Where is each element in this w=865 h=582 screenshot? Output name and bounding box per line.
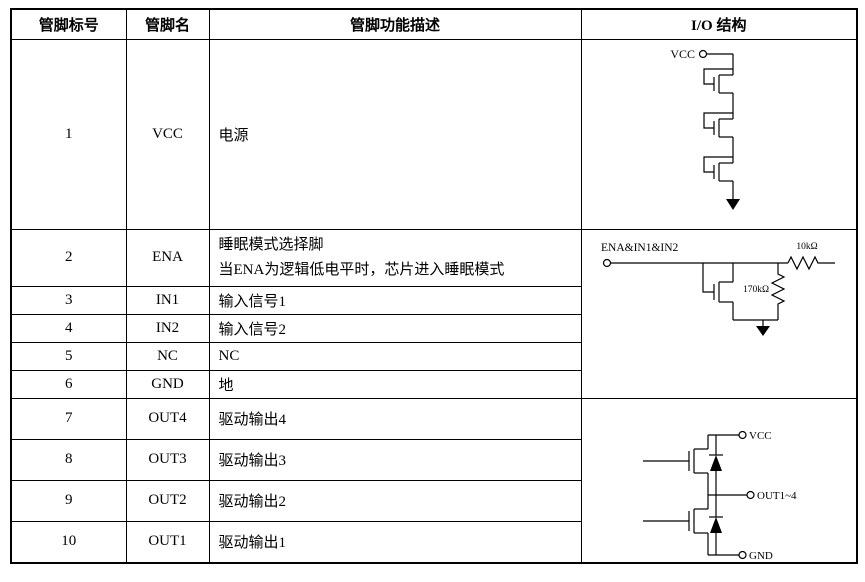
low-side-diode	[708, 495, 723, 556]
pin-name: ENA	[125, 228, 210, 287]
table-row-gnd: 6 GND 地	[10, 369, 857, 399]
pin-name: OUT1	[125, 520, 210, 564]
pin-number: 1	[10, 38, 127, 230]
io-cell-vcc-structure: VCC	[580, 38, 858, 230]
mosfet-1	[703, 68, 733, 94]
table-row-ena: 2 ENA 睡眠模式选择脚 当ENA为逻辑低电平时，芯片进入睡眠模式	[10, 228, 858, 399]
pin-desc: 输入信号2	[208, 313, 582, 343]
header-pin-name: 管脚名	[125, 8, 210, 40]
pin-name: OUT3	[125, 438, 210, 481]
gate-lead	[702, 262, 714, 293]
input-structure-diagram: ENA&IN1&IN2 10kΩ 170kΩ	[601, 242, 835, 336]
pin-desc-line-1: 睡眠模式选择脚	[218, 236, 324, 253]
gnd-terminal-dot	[738, 551, 747, 560]
gate-loop	[703, 68, 733, 85]
pin-desc: 电源	[208, 38, 582, 230]
pin-name: NC	[125, 341, 210, 371]
pin-name: VCC	[125, 38, 210, 230]
pin-name: OUT4	[125, 397, 210, 440]
ground-arrow-icon	[725, 199, 740, 210]
output-structure-diagram: VCC OUT1~4 GND	[642, 430, 797, 561]
high-side-mosfet	[642, 435, 709, 496]
pin-number: 8	[10, 438, 127, 481]
table-row-vcc: 1 VCC 电源	[10, 38, 858, 230]
out-terminal-label: OUT1~4	[757, 490, 797, 502]
pulldown-resistor-label: 170kΩ	[743, 285, 769, 295]
header-pin-desc: 管脚功能描述	[208, 8, 582, 40]
pin-desc: 驱动输出3	[208, 438, 582, 481]
diode-triangle	[709, 517, 722, 534]
header-pin-number: 管脚标号	[10, 8, 127, 40]
vcc-terminal-label: VCC	[670, 47, 695, 61]
vcc-structure-diagram: VCC	[670, 47, 740, 210]
pin-name: IN2	[125, 313, 210, 343]
pin-number: 6	[10, 369, 127, 399]
table-row-out4: 7 OUT4 驱动输出4	[10, 397, 858, 564]
series-resistor	[787, 255, 835, 270]
table-header-row: 管脚标号 管脚名 管脚功能描述 I/O 结构	[10, 8, 858, 40]
high-side-diode	[708, 435, 723, 496]
table-row-in2: 4 IN2 输入信号2	[10, 313, 857, 343]
ground-arrow-icon	[755, 325, 770, 336]
pin-name: IN1	[125, 285, 210, 315]
mosfet-2	[703, 112, 733, 138]
mosfet-3	[703, 156, 733, 182]
pin-number: 5	[10, 341, 127, 371]
table-row-in1: 3 IN1 输入信号1	[10, 285, 857, 315]
gate-loop	[703, 112, 733, 129]
pin-desc: NC	[208, 341, 582, 371]
pin-desc: 地	[208, 369, 582, 399]
table-row-nc: 5 NC NC	[10, 341, 857, 371]
pin-desc: 驱动输出1	[208, 520, 582, 564]
input-mosfet	[702, 262, 734, 320]
pin-number: 4	[10, 313, 127, 343]
gnd-terminal-label: GND	[749, 550, 773, 561]
diode-triangle	[709, 455, 722, 472]
input-terminal-label: ENA&IN1&IN2	[601, 242, 679, 254]
out-terminal-dot	[746, 491, 755, 500]
pin-name: GND	[125, 369, 210, 399]
vcc-terminal-label: VCC	[749, 430, 772, 442]
input-terminal	[602, 258, 788, 267]
pin-number: 2	[10, 228, 127, 287]
header-io-structure: I/O 结构	[580, 8, 858, 40]
pin-number: 9	[10, 479, 127, 522]
pin-desc-line-2: 当ENA为逻辑低电平时，芯片进入睡眠模式	[218, 261, 505, 278]
table-row-out1: 10 OUT1 驱动输出1	[10, 520, 857, 564]
pin-number: 10	[10, 520, 127, 564]
pin-desc: 驱动输出2	[208, 479, 582, 522]
pin-name: OUT2	[125, 479, 210, 522]
io-cell-input-structure: ENA&IN1&IN2 10kΩ 170kΩ	[580, 228, 858, 399]
io-cell-output-structure: VCC OUT1~4 GND	[580, 397, 858, 564]
vcc-terminal	[698, 49, 733, 59]
pin-function-table: 管脚标号 管脚名 管脚功能描述 I/O 结构 1 VCC 电源	[10, 8, 858, 564]
pulldown-resistor	[770, 262, 786, 320]
terminal-dot	[602, 258, 611, 267]
gate-loop	[703, 156, 733, 173]
terminal-dot	[698, 49, 707, 59]
pin-number: 3	[10, 285, 127, 315]
pin-desc: 输入信号1	[208, 285, 582, 315]
pin-desc: 驱动输出4	[208, 397, 582, 440]
low-side-mosfet	[642, 495, 709, 556]
series-resistor-label: 10kΩ	[796, 242, 817, 252]
vcc-terminal-dot	[738, 431, 747, 440]
pin-desc: 睡眠模式选择脚 当ENA为逻辑低电平时，芯片进入睡眠模式	[208, 228, 582, 287]
pin-number: 7	[10, 397, 127, 440]
